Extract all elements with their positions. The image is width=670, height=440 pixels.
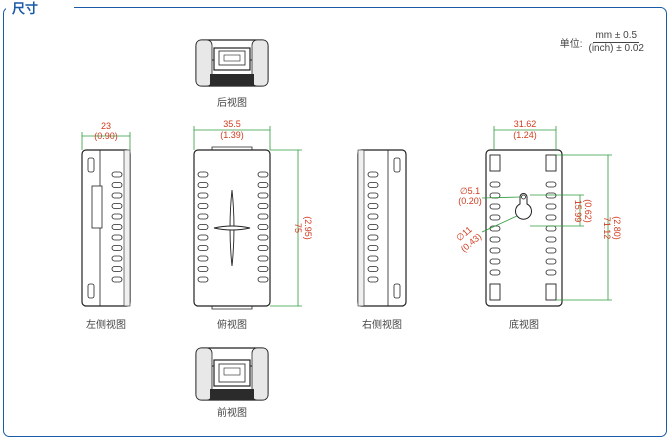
vent-slot: [545, 192, 557, 199]
vent-slot: [197, 255, 209, 262]
vent-slot: [197, 203, 209, 209]
vent-slot: [489, 247, 501, 254]
vent-slot: [545, 236, 557, 243]
bottom-height-dim: 71.12: [602, 217, 612, 240]
vent-slot: [197, 171, 209, 178]
vent-slot: [367, 224, 379, 230]
top-width-dim-in: (1.39): [220, 130, 244, 140]
vent-slot: [367, 182, 379, 188]
vent-slot: [111, 224, 123, 230]
vent-slot: [257, 192, 269, 199]
vent-slot: [111, 213, 123, 220]
vent-slot: [111, 171, 123, 178]
unit-imperial: (inch) ± 0.02: [588, 43, 644, 54]
bottom-width-dim: 31.62: [514, 119, 537, 129]
back-view: [195, 39, 269, 87]
vent-slot: [545, 269, 557, 276]
vent-slot: [111, 245, 123, 251]
bottom-height-dim-in: (2.80): [612, 216, 622, 240]
vent-slot: [545, 225, 557, 232]
top-height-dim-in: (2.95): [303, 216, 313, 240]
unit-label: 单位:: [559, 39, 583, 50]
bottom-width-dim-in: (1.24): [513, 130, 537, 140]
vent-slot: [545, 258, 557, 265]
vent-slot: [367, 245, 379, 251]
unit-fraction: mm ± 0.5 (inch) ± 0.02: [586, 30, 646, 55]
hole-spacing-dim: 15.99: [573, 200, 583, 223]
left-width-dim: 23: [101, 121, 111, 131]
vent-slot: [545, 214, 557, 221]
vent-slot: [257, 255, 269, 262]
vent-slot: [489, 258, 501, 265]
vent-slot: [111, 266, 123, 272]
vent-slot: [489, 225, 501, 232]
right-side-view: [357, 149, 407, 307]
vent-slot: [545, 181, 557, 188]
vent-slot: [197, 266, 209, 272]
bottom-view-label: 底视图: [509, 320, 539, 331]
bottom-view: [481, 126, 612, 307]
vent-slot: [197, 245, 209, 251]
vent-slot: [367, 213, 379, 220]
top-width-dim: 35.5: [223, 119, 241, 129]
vent-slot: [197, 192, 209, 199]
vent-slot: [111, 203, 123, 209]
vent-slot: [257, 276, 269, 283]
vent-slot: [367, 276, 379, 283]
vent-slot: [367, 203, 379, 209]
hole-small-dim-in: (0.20): [458, 196, 482, 206]
top-view: [193, 126, 302, 310]
front-view: [195, 347, 269, 401]
vent-slot: [111, 255, 123, 262]
vent-slot: [489, 181, 501, 188]
vent-slot: [367, 192, 379, 199]
vent-slot: [257, 203, 269, 209]
top-view-label: 俯视图: [217, 320, 247, 331]
vent-slot: [111, 182, 123, 188]
vent-slot: [257, 182, 269, 188]
vent-slot: [367, 171, 379, 178]
hole-spacing-dim-in: (0.62): [583, 199, 593, 223]
vent-slot: [257, 171, 269, 178]
vent-slot: [489, 236, 501, 243]
vent-slot: [545, 203, 557, 210]
left-view-label: 左侧视图: [86, 320, 126, 331]
vent-slot: [197, 182, 209, 188]
unit-legend: 单位: mm ± 0.5 (inch) ± 0.02: [560, 30, 646, 55]
left-width-dim-in: (0.90): [94, 131, 118, 141]
vent-slot: [257, 245, 269, 251]
vent-slot: [257, 266, 269, 272]
page-title: 尺寸: [10, 0, 43, 17]
unit-metric: mm ± 0.5: [593, 30, 640, 43]
right-view-label: 右侧视图: [362, 320, 402, 331]
back-view-label: 后视图: [217, 98, 247, 109]
vent-slot: [489, 203, 501, 210]
left-side-view: [81, 132, 131, 307]
top-height-dim: 75: [293, 223, 303, 233]
vent-slot: [111, 276, 123, 283]
vent-slot: [111, 234, 123, 241]
vent-slot: [545, 247, 557, 254]
vent-slot: [367, 234, 379, 241]
vent-slot: [489, 269, 501, 276]
vent-slot: [197, 276, 209, 283]
front-view-label: 前视图: [217, 408, 247, 419]
hole-small-dim: ∅5.1: [460, 186, 480, 196]
vent-slot: [197, 213, 209, 220]
vent-slot: [489, 214, 501, 221]
vent-slot: [367, 266, 379, 272]
vent-slot: [367, 255, 379, 262]
vent-slot: [257, 213, 269, 220]
vent-slot: [197, 224, 209, 230]
outer-frame: [3, 7, 667, 437]
vent-slot: [257, 224, 269, 230]
vent-slot: [197, 234, 209, 241]
vent-slot: [257, 234, 269, 241]
vent-slot: [111, 192, 123, 199]
